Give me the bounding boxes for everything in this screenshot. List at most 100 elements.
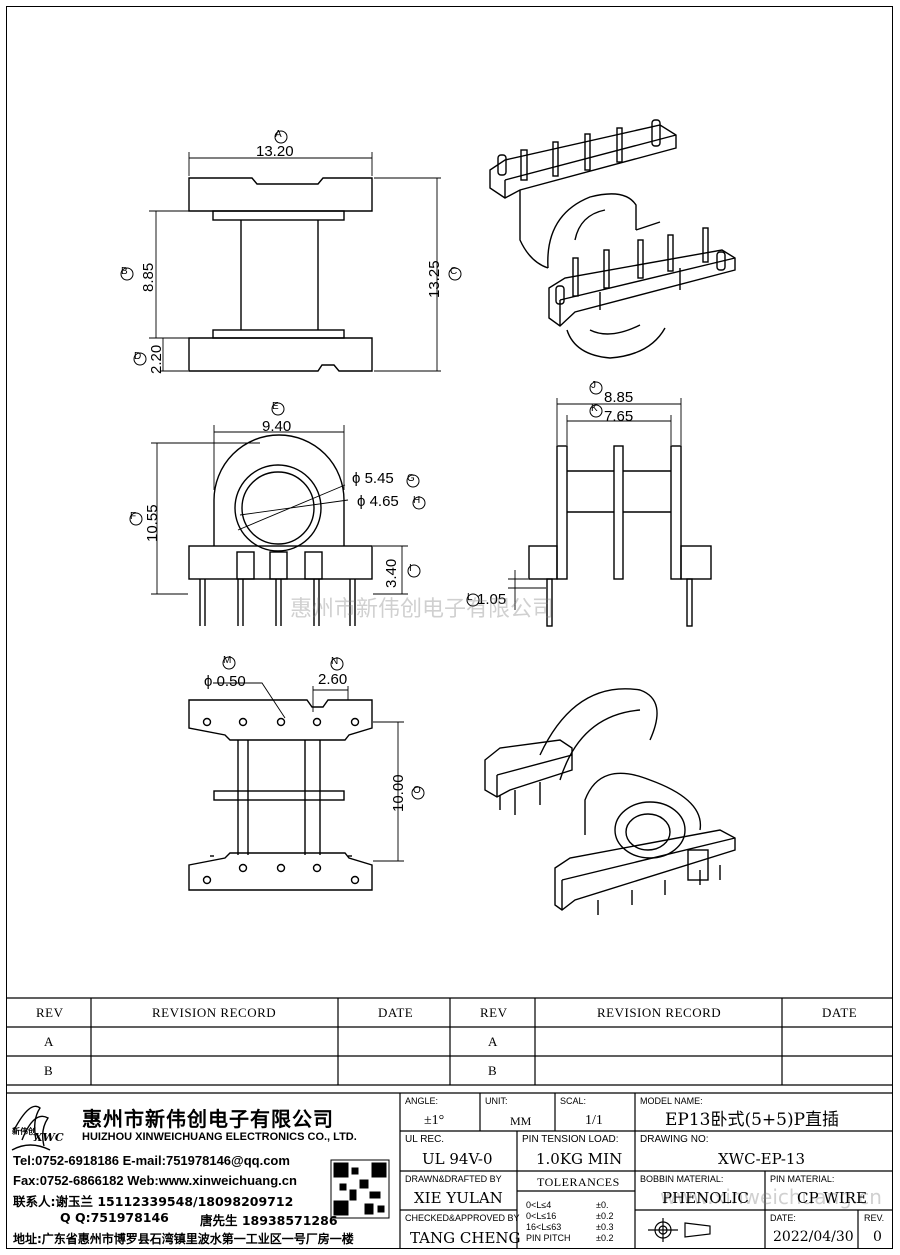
logo-abbr: XWC bbox=[34, 1131, 64, 1144]
dim-marker-a: A bbox=[275, 129, 282, 140]
angle-label: ANGLE: bbox=[405, 1096, 439, 1106]
dim-marker-i: I bbox=[409, 563, 412, 574]
dim-marker-l: L bbox=[467, 592, 473, 603]
date-header-2: DATE bbox=[822, 1005, 858, 1020]
dim-marker-e: E bbox=[272, 401, 279, 412]
table-grid bbox=[6, 997, 893, 1249]
rev-value: 0 bbox=[873, 1229, 882, 1245]
iso-view-bottom bbox=[484, 688, 736, 915]
tol-range-4: PIN PITCH bbox=[526, 1233, 571, 1243]
pin-material-label: PIN MATERIAL: bbox=[770, 1174, 835, 1184]
dim-value-o: 10.00 bbox=[390, 774, 407, 812]
model-name-label: MODEL NAME: bbox=[640, 1096, 703, 1106]
drawing-no-label: DRAWING NO: bbox=[640, 1134, 709, 1145]
ul-rec-value: UL 94V-0 bbox=[422, 1150, 493, 1168]
drawing-no-value: XWC-EP-13 bbox=[718, 1150, 806, 1168]
dim-value-d: 2.20 bbox=[148, 344, 165, 374]
dimension-markers bbox=[120, 130, 603, 800]
date-value: 2022/04/30 bbox=[773, 1229, 854, 1245]
pin-tension-value: 1.0KG MIN bbox=[536, 1150, 623, 1168]
dim-marker-o: O bbox=[413, 785, 421, 796]
tol-range-1: 0<L≤4 bbox=[526, 1200, 552, 1210]
pin-material-value: CP WIRE bbox=[797, 1189, 867, 1207]
dim-value-m: ϕ 0.50 bbox=[204, 673, 246, 690]
tol-value-1: ±0. bbox=[596, 1200, 609, 1210]
tolerances-label: TOLERANCES bbox=[537, 1175, 620, 1189]
dim-value-a: 13.20 bbox=[256, 143, 294, 160]
tel-email-line: Tel:0752-6918186 E-mail:751978146@qq.com bbox=[13, 1153, 290, 1168]
tol-value-3: ±0.3 bbox=[596, 1222, 614, 1232]
revision-record-header-2: REVISION RECORD bbox=[597, 1005, 722, 1020]
dim-value-n: 2.60 bbox=[318, 671, 348, 688]
unit-label: UNIT: bbox=[485, 1096, 508, 1106]
qq-line: Q Q:751978146 bbox=[60, 1210, 169, 1225]
contact-line-1: 联系人:谢玉兰 15112339548/18098209712 bbox=[13, 1194, 294, 1209]
dim-marker-n: N bbox=[331, 656, 339, 667]
company-logo-mark bbox=[11, 1105, 51, 1151]
model-name-value: EP13卧式(5+5)P直插 bbox=[665, 1110, 840, 1130]
company-name-cn: 惠州市新伟创电子有限公司 bbox=[82, 1107, 334, 1131]
dim-value-i: 3.40 bbox=[383, 558, 400, 588]
dim-value-g: ϕ 5.45 bbox=[352, 470, 394, 487]
contact-line-2: 唐先生 18938571286 bbox=[200, 1213, 338, 1228]
watermark-url: www.xinweichuang.cn bbox=[660, 1185, 882, 1209]
date-header-1: DATE bbox=[378, 1005, 414, 1020]
watermark-company: 惠州市新伟创电子有限公司 bbox=[290, 597, 555, 622]
dim-value-h: ϕ 4.65 bbox=[357, 493, 399, 510]
dim-value-b: 8.85 bbox=[140, 262, 157, 292]
front-view bbox=[149, 152, 441, 372]
dim-value-e: 9.40 bbox=[262, 418, 292, 435]
scale-label: SCAL: bbox=[560, 1096, 587, 1106]
drawing-sheet bbox=[6, 6, 893, 1249]
end-view bbox=[508, 398, 712, 627]
tol-value-4: ±0.2 bbox=[596, 1233, 614, 1243]
address-line: 地址:广东省惠州市博罗县石湾镇里波水第一工业区一号厂房一楼 bbox=[13, 1232, 354, 1246]
dim-marker-f: F bbox=[130, 511, 137, 522]
unit-value: MM bbox=[510, 1114, 532, 1128]
dim-marker-h: H bbox=[413, 495, 421, 506]
checked-by-value: TANG CHENG bbox=[410, 1229, 521, 1247]
dim-marker-b: B bbox=[121, 266, 128, 277]
rev-header-2: REV bbox=[480, 1005, 508, 1020]
checked-by-label: CHECKED&APPROVED BY bbox=[405, 1213, 520, 1223]
tol-value-2: ±0.2 bbox=[596, 1211, 614, 1221]
fax-web-line: Fax:0752-6866182 Web:www.xinweichuang.cn bbox=[13, 1173, 297, 1188]
bottom-view bbox=[188, 682, 404, 891]
scale-value: 1/1 bbox=[585, 1113, 603, 1128]
dim-value-f: 10.55 bbox=[144, 504, 161, 542]
dim-marker-d: D bbox=[134, 351, 142, 362]
drawn-by-value: XIE YULAN bbox=[414, 1189, 503, 1207]
rev-row-a-right: A bbox=[488, 1034, 498, 1049]
dim-marker-m: M bbox=[223, 655, 232, 666]
dim-marker-j: J bbox=[591, 380, 596, 391]
iso-view-top bbox=[489, 119, 736, 359]
rev-row-b-right: B bbox=[488, 1063, 498, 1078]
ul-rec-label: UL REC. bbox=[405, 1134, 445, 1145]
dim-marker-g: G bbox=[407, 473, 415, 484]
bobbin-material-label: BOBBIN MATERIAL: bbox=[640, 1174, 724, 1184]
date-label: DATE: bbox=[770, 1213, 796, 1223]
dim-value-l: 1.05 bbox=[477, 591, 507, 608]
tol-range-2: 0<L≤16 bbox=[526, 1211, 557, 1221]
company-name-en: HUIZHOU XINWEICHUANG ELECTRONICS CO., LT… bbox=[82, 1131, 357, 1143]
logo-text-cn: 新伟创 bbox=[12, 1127, 36, 1136]
rev-row-a-left: A bbox=[44, 1034, 54, 1049]
side-view bbox=[151, 425, 408, 626]
rev-row-b-left: B bbox=[44, 1063, 54, 1078]
revision-record-header-1: REVISION RECORD bbox=[152, 1005, 277, 1020]
angle-value: ±1° bbox=[424, 1113, 445, 1128]
qr-code bbox=[330, 1159, 390, 1219]
drawn-by-label: DRAWN&DRAFTED BY bbox=[405, 1174, 502, 1184]
pin-tension-label: PIN TENSION LOAD: bbox=[522, 1134, 619, 1145]
dim-value-j: 8.85 bbox=[604, 389, 634, 406]
dim-value-c: 13.25 bbox=[426, 260, 443, 298]
dim-marker-c: C bbox=[450, 266, 458, 277]
dim-value-k: 7.65 bbox=[604, 408, 634, 425]
dim-marker-k: K bbox=[591, 403, 598, 414]
rev-label: REV. bbox=[864, 1213, 885, 1223]
tol-range-3: 16<L≤63 bbox=[526, 1222, 562, 1232]
rev-header-1: REV bbox=[36, 1005, 64, 1020]
projection-symbol bbox=[648, 1218, 711, 1242]
bobbin-material-value: PHENOLIC bbox=[662, 1189, 749, 1207]
